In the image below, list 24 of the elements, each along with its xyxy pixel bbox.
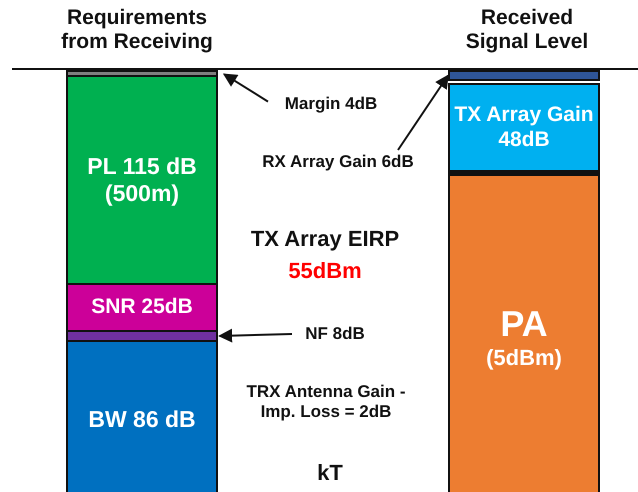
annotation-text: kT bbox=[316, 460, 344, 486]
arrow bbox=[397, 74, 449, 151]
level-block bbox=[66, 283, 218, 332]
level-block bbox=[66, 340, 218, 492]
block-label: (5dBm) bbox=[485, 345, 563, 372]
annotation-text: RX Array Gain 6dB bbox=[238, 150, 438, 174]
level-block bbox=[66, 75, 218, 285]
block-label: PL 115 dB (500m) bbox=[86, 152, 198, 208]
annotation-text: 55dBm bbox=[287, 258, 363, 284]
block-label: BW 86 dB bbox=[87, 406, 197, 434]
block-label: PA bbox=[499, 302, 549, 346]
column-heading: Received Signal Level bbox=[464, 6, 590, 54]
annotation-text: Margin 4dB bbox=[268, 92, 394, 116]
column-heading: Requirements from Receiving bbox=[60, 6, 214, 54]
arrow bbox=[222, 73, 269, 102]
annotation-text: TX Array EIRP bbox=[250, 226, 400, 252]
annotation-text: TRX Antenna Gain -Imp. Loss = 2dB bbox=[246, 382, 406, 422]
thin-level-bar bbox=[448, 70, 600, 81]
level-block bbox=[448, 83, 600, 172]
arrow bbox=[218, 328, 292, 343]
annotation-text: NF 8dB bbox=[292, 322, 378, 346]
block-label: TX Array Gain 48dB bbox=[453, 102, 595, 152]
level-block bbox=[448, 174, 600, 492]
block-label: SNR 25dB bbox=[90, 295, 194, 320]
